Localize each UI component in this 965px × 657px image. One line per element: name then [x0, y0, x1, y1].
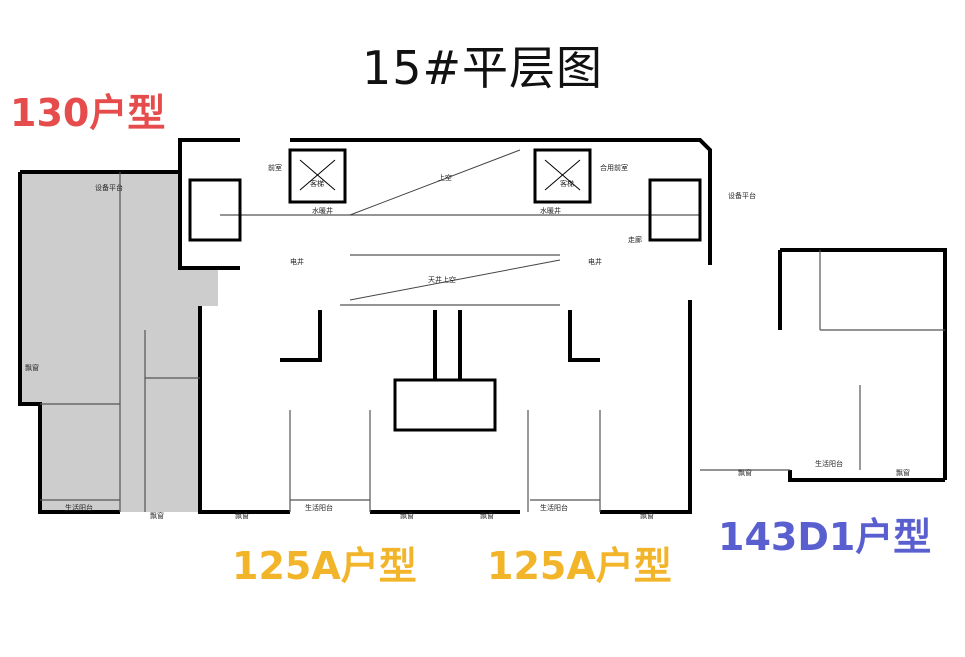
elevator-x — [299, 159, 581, 191]
bay-window-label-6: 飘窗 — [738, 468, 752, 477]
unit-130-label: 130户型 — [10, 91, 166, 135]
courtyard-void-label: 天井上空 — [428, 275, 456, 284]
void-diagonals — [349, 149, 561, 301]
living-balcony-label-2: 生活阳台 — [305, 503, 333, 512]
page-title: 15#平层图 — [361, 41, 604, 95]
living-balcony-label-3: 生活阳台 — [540, 503, 568, 512]
void-top-label: 上空 — [438, 173, 452, 182]
bay-window-label-7: 飘窗 — [896, 468, 910, 477]
elevator-label-right: 客梯 — [560, 179, 574, 188]
elevator-label-left: 客梯 — [310, 179, 324, 188]
room-labels: 设备平台 设备平台 飘窗 飘窗 飘窗 飘窗 飘窗 飘窗 飘窗 飘窗 生活阳台 生… — [25, 163, 910, 520]
bay-window-label-2: 飘窗 — [235, 511, 249, 520]
bay-window-label-5: 飘窗 — [640, 511, 654, 520]
front-room-label: 前室 — [268, 163, 282, 172]
interior-lines — [40, 172, 945, 512]
living-balcony-label-1: 生活阳台 — [65, 503, 93, 512]
water-well-label-right: 水暖井 — [540, 206, 561, 215]
equipment-platform-label-left: 设备平台 — [95, 183, 123, 192]
shared-front-room-label: 合用前室 — [600, 163, 628, 172]
unit-125a-right-label: 125A户型 — [487, 544, 672, 588]
unit-143d1-label: 143D1户型 — [718, 515, 932, 559]
equipment-platform-label-right: 设备平台 — [728, 191, 756, 200]
bay-window-label-left: 飘窗 — [25, 363, 39, 372]
bay-window-label-3: 飘窗 — [400, 511, 414, 520]
bay-window-label-4: 飘窗 — [480, 511, 494, 520]
electric-well-label-left: 电井 — [290, 257, 304, 266]
corridor-label: 走廊 — [628, 235, 642, 244]
bay-window-label-1: 飘窗 — [150, 511, 164, 520]
water-well-label-left: 水暖井 — [312, 206, 333, 215]
unit-125a-left-label: 125A户型 — [232, 544, 417, 588]
unit-130-highlight — [20, 172, 218, 512]
electric-well-label-right: 电井 — [588, 257, 602, 266]
cores — [188, 148, 702, 432]
living-balcony-label-4: 生活阳台 — [815, 459, 843, 468]
